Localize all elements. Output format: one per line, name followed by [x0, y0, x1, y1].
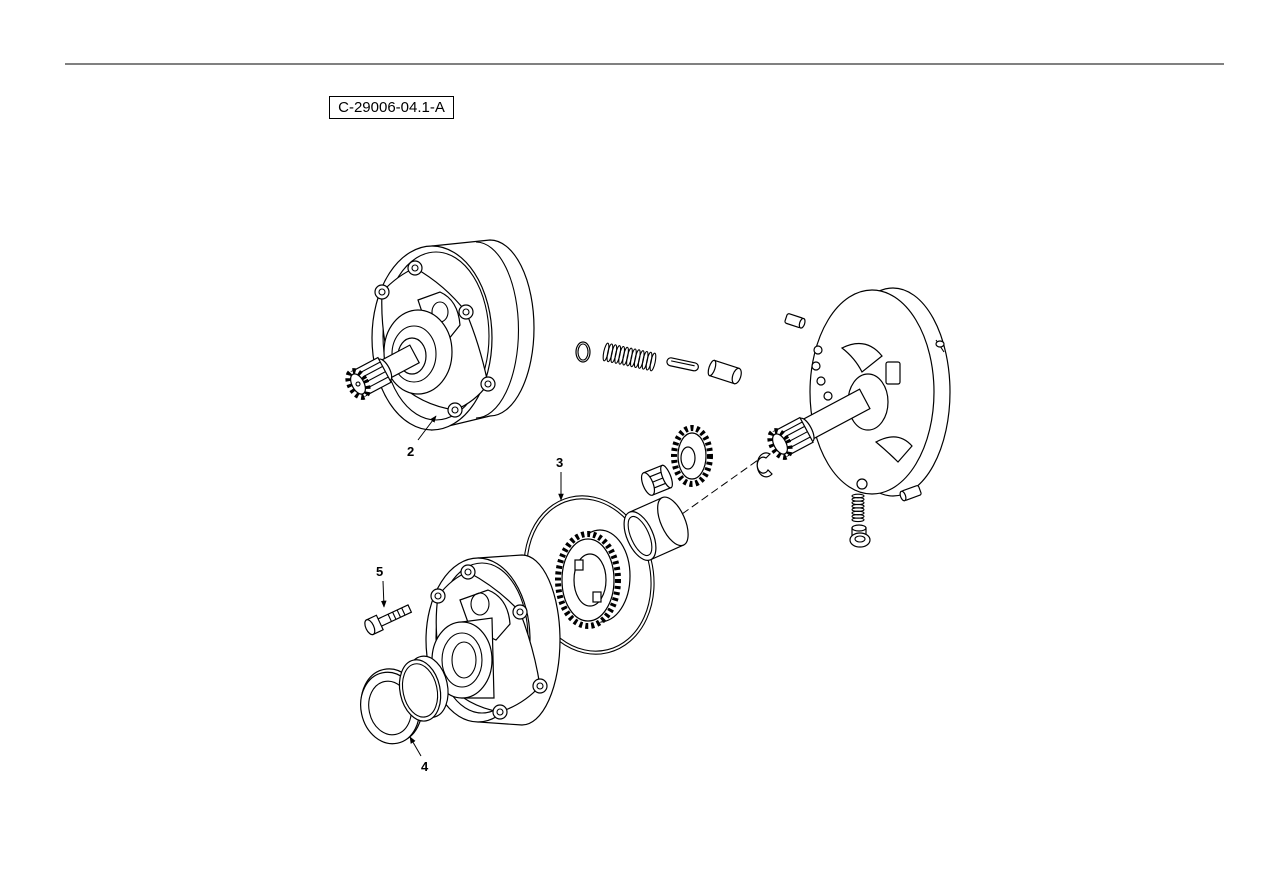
assembly-centerline: [681, 459, 759, 515]
callout-5: 5: [376, 564, 383, 579]
internal-ring-gear: [555, 529, 631, 629]
spring-coil: [649, 352, 657, 372]
shaft-center: [355, 381, 361, 387]
bushing-ring: [623, 496, 689, 561]
bolt-lug: [460, 564, 476, 580]
bolt-lug: [430, 588, 446, 604]
callout-4: 4: [421, 759, 429, 774]
cover-lower-bore-inner: [451, 641, 477, 679]
shaft-end-face: [772, 433, 788, 455]
plate-crescent-lower: [874, 436, 913, 463]
plate-slot: [885, 361, 901, 385]
small-screw: [935, 339, 945, 353]
plate-hole: [811, 361, 821, 371]
check-spring: [851, 493, 865, 523]
seal-ring: [398, 655, 449, 722]
bolt-lug: [512, 604, 528, 620]
cover-lower-port: [470, 592, 490, 616]
figure-code-label: C-29006-04.1-A: [329, 96, 454, 119]
plate-crescent-upper: [840, 342, 883, 373]
shaft-end-face: [350, 373, 366, 395]
pump-housing-upper: [345, 239, 535, 431]
spring-coil: [633, 349, 641, 369]
spring-coil: [626, 347, 633, 367]
bolt-lug: [374, 284, 390, 300]
plate-hole: [813, 345, 823, 355]
drive-gear: [671, 425, 713, 487]
drive-shaft-upper: [345, 344, 421, 400]
dowel-pin-top: [784, 313, 806, 329]
check-plug: [849, 524, 871, 548]
o-ring-small: [575, 341, 591, 363]
bolt-lug: [407, 260, 423, 276]
spring-coil: [851, 517, 865, 523]
plate-hole: [816, 376, 826, 386]
snap-ring: [756, 452, 773, 478]
bolt-lug: [447, 402, 463, 418]
callout-2-leader: [417, 415, 437, 441]
valve-pin: [666, 357, 699, 372]
cap-bolt: [364, 604, 413, 636]
callout-4-leader: [409, 736, 422, 757]
callout-5-leader: [380, 580, 387, 608]
dowel-pin-right: [899, 485, 922, 502]
valve-plug: [707, 359, 742, 385]
spring-coil: [637, 350, 645, 369]
bolt-lug: [458, 304, 474, 320]
housing-upper-rim-line: [475, 241, 520, 419]
spring-coil: [641, 350, 649, 370]
spring-coil: [645, 351, 653, 371]
check-ball: [856, 478, 868, 490]
spring-coil: [606, 343, 614, 363]
cover-lower-bore: [441, 632, 483, 688]
spring-coil: [622, 346, 629, 366]
bolt-lug: [492, 704, 508, 720]
spring-coil: [629, 348, 637, 368]
relief-spring: [602, 342, 657, 372]
pump-plate-right: [767, 287, 951, 497]
needle-bearing: [640, 464, 673, 496]
spring-coil: [602, 342, 610, 362]
spring-coil: [618, 345, 626, 365]
bolt-lug: [480, 376, 496, 392]
callout-2: 2: [407, 444, 414, 459]
pump-cover-lower: [425, 554, 561, 726]
plate-hole: [823, 391, 833, 401]
bolt-lug: [532, 678, 548, 694]
spring-coil: [614, 345, 622, 364]
spring-coil: [610, 344, 618, 364]
callout-3: 3: [556, 455, 563, 470]
driven-shaft-right: [767, 388, 871, 460]
